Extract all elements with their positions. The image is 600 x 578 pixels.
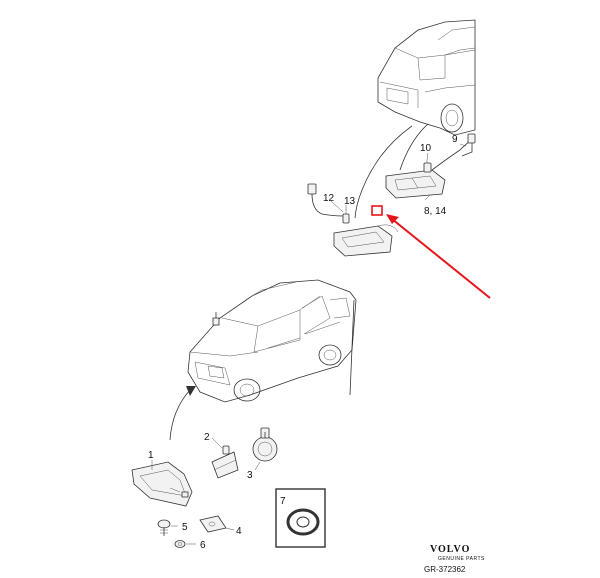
- label-part-6: 6: [200, 540, 206, 551]
- volvo-logo: VOLVO: [430, 544, 470, 555]
- leader-2: [211, 437, 223, 449]
- wire-harness-9: [431, 133, 476, 171]
- wire-harness-12: [307, 183, 344, 217]
- leader-arrow-1: [169, 386, 196, 441]
- front-vehicle-drawing: [187, 279, 357, 403]
- leader-line-13: [354, 125, 413, 219]
- label-part-12: 12: [323, 193, 335, 204]
- label-part-5: 5: [182, 522, 188, 533]
- bulb-holder-13: [342, 209, 350, 224]
- label-part-2: 2: [204, 432, 210, 443]
- leader-10: [426, 152, 429, 161]
- label-part-8-14: 8, 14: [424, 206, 447, 217]
- clip-nut-6: [174, 540, 186, 548]
- leader-12: [330, 200, 344, 213]
- bulb-2: [211, 445, 239, 479]
- leader-3: [254, 461, 261, 471]
- label-part-4: 4: [236, 526, 242, 537]
- gasket-7-box: [275, 488, 326, 548]
- leader-line-8: [399, 123, 429, 171]
- genuine-parts-text: GENUINE PARTS: [438, 556, 485, 562]
- highlight-marker: [371, 205, 491, 299]
- label-part-3: 3: [247, 470, 253, 481]
- bulb-holder-10: [423, 160, 432, 173]
- label-part-13: 13: [344, 196, 356, 207]
- leader-4: [225, 527, 235, 531]
- leader-9: [459, 143, 467, 147]
- side-marker-lamp-8-14: [385, 169, 446, 199]
- label-part-7: 7: [280, 496, 286, 507]
- side-marker-lamp-13: [333, 224, 399, 257]
- fog-lamp-1: [131, 461, 193, 507]
- label-part-1: 1: [148, 450, 154, 461]
- bulb-socket-3: [252, 427, 278, 462]
- label-part-9: 9: [452, 134, 458, 145]
- rear-vehicle-drawing: [377, 19, 476, 136]
- bracket-4: [199, 515, 227, 533]
- label-part-10: 10: [420, 143, 432, 154]
- leader-line-front-right: [349, 299, 355, 396]
- leader-8-14: [424, 194, 431, 201]
- diagram-code: GR-372362: [424, 565, 466, 574]
- screw-5: [157, 519, 171, 536]
